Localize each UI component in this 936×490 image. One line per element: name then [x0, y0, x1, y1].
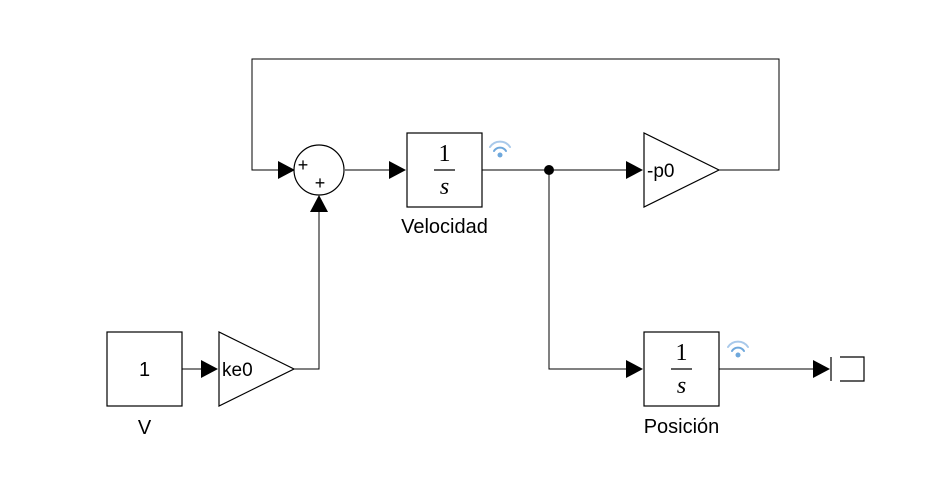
constant-block[interactable] [106, 331, 183, 407]
sum-block[interactable] [293, 144, 345, 196]
ke0-to-sum-wire[interactable] [294, 212, 320, 370]
integrator-velocidad-numerator: 1 [439, 141, 451, 167]
constant-label[interactable]: V [138, 417, 152, 439]
integrator-posicion-denominator: s [677, 373, 686, 399]
constant-value: 1 [139, 359, 150, 381]
integrator-velocidad-denominator: s [440, 174, 449, 200]
sum-sign-bottom: + [315, 173, 326, 193]
arrowhead [626, 360, 643, 378]
arrowhead [310, 195, 328, 212]
gain-ke0-value: ke0 [222, 360, 253, 381]
integrator-posicion-label[interactable]: Posición [644, 416, 720, 438]
arrowhead [813, 360, 830, 378]
branch-to-posicion-wire[interactable] [548, 170, 628, 370]
gain-p0-block[interactable] [643, 132, 721, 208]
branch-point [544, 165, 554, 175]
arrowhead [201, 360, 218, 378]
arrowhead [278, 161, 295, 179]
integrator-posicion-numerator: 1 [676, 340, 688, 366]
arrowhead [389, 161, 406, 179]
terminator-icon[interactable] [830, 356, 865, 382]
feedback-wire[interactable] [251, 58, 780, 171]
arrowhead [626, 161, 643, 179]
integrator-velocidad-label[interactable]: Velocidad [401, 216, 488, 238]
wireless-signal-icon[interactable] [489, 140, 511, 158]
gain-ke0-block[interactable] [218, 331, 296, 407]
gain-p0-value: -p0 [647, 161, 674, 182]
wireless-signal-icon[interactable] [727, 340, 749, 358]
sum-sign-left: + [298, 155, 309, 175]
